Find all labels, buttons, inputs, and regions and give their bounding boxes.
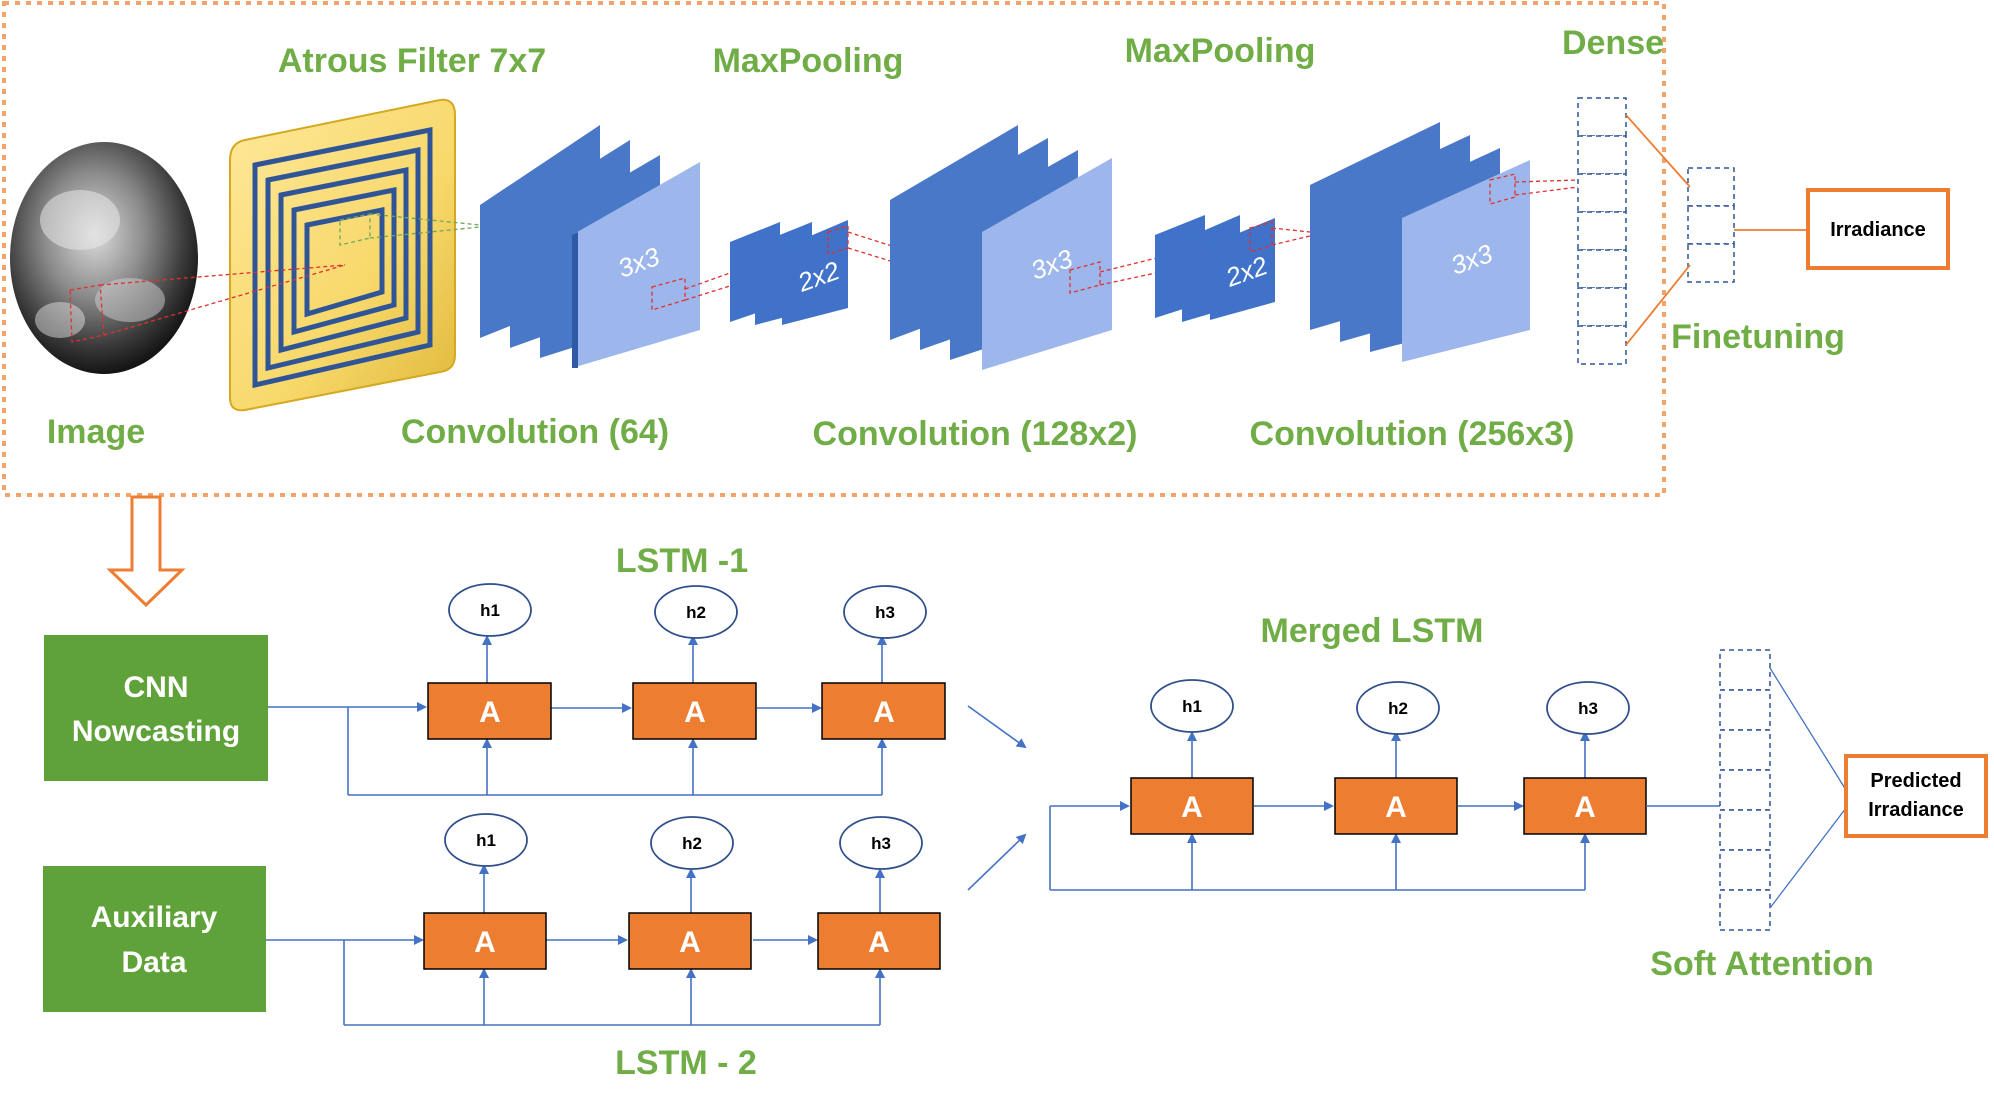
irradiance-output-label: Irradiance (1830, 219, 1926, 241)
lstm2-hidden-1 (444, 813, 528, 867)
merged-hidden-3 (1546, 681, 1630, 735)
cnn-nowcasting-line1: CNN (124, 671, 189, 704)
cnn-dashed-frame (2, 1, 1666, 497)
cnn-nowcasting-line2: Nowcasting (72, 715, 240, 748)
down-arrow-icon (106, 495, 186, 608)
conv2-label: Convolution (128x2) (813, 415, 1138, 453)
lstm2-hidden-3 (839, 816, 923, 870)
merged-cell-2-label: A (1385, 791, 1407, 824)
merged-cell-1-label: A (1181, 791, 1203, 824)
auxiliary-data-line1: Auxiliary (91, 901, 218, 934)
lstm1-cell-1 (427, 682, 552, 740)
soft-attention-label: Soft Attention (1650, 945, 1873, 983)
satellite-image (10, 142, 198, 374)
cnn-nowcasting-box (44, 635, 268, 781)
lstm1-cell-2-label: A (684, 696, 706, 729)
atrous-filter-icon (229, 98, 456, 412)
lstm2-hidden-2 (650, 816, 734, 870)
auxiliary-data-box (43, 866, 266, 1012)
merged-hidden-1-label: h1 (1182, 697, 1202, 716)
lstm1-hidden-2-label: h2 (686, 603, 706, 622)
auxiliary-data-line2: Data (121, 946, 186, 979)
dense-label: Dense (1562, 24, 1664, 62)
image-label: Image (47, 413, 145, 451)
lstm2-cell-3-label: A (868, 926, 890, 959)
merged-cell-3-label: A (1574, 791, 1596, 824)
lstm1-cell-2 (632, 682, 757, 740)
conv3-feature-maps (1310, 122, 1530, 362)
conv1-label: Convolution (64) (401, 413, 669, 451)
maxpooling-label-1: MaxPooling (713, 42, 904, 80)
finetuning-layer (1687, 167, 1735, 283)
dense-layer (1577, 97, 1627, 365)
conv3-label: Convolution (256x3) (1250, 415, 1575, 453)
lstm2-cell-2 (628, 912, 752, 970)
soft-attention-layer (1719, 649, 1771, 931)
lstm1-hidden-1-label: h1 (480, 601, 500, 620)
lstm1-label: LSTM -1 (616, 542, 748, 580)
lstm1-cell-3-label: A (873, 696, 895, 729)
lstm2-hidden-2-label: h2 (682, 834, 702, 853)
lstm1-hidden-1 (448, 583, 532, 637)
maxpooling-label-2: MaxPooling (1125, 32, 1316, 70)
predicted-line1: Predicted (1870, 770, 1961, 792)
lstm2-hidden-1-label: h1 (476, 831, 496, 850)
atrous-filter-label: Atrous Filter 7x7 (278, 42, 546, 80)
merged-hidden-2-label: h2 (1388, 699, 1408, 718)
predicted-irradiance-box (1844, 754, 1988, 838)
irradiance-output-box (1806, 188, 1950, 270)
merged-cell-1 (1130, 777, 1254, 835)
merged-hidden-3-label: h3 (1578, 699, 1598, 718)
lstm2-label: LSTM - 2 (615, 1044, 757, 1082)
lstm1-cell-3 (821, 682, 946, 740)
predicted-line2: Irradiance (1868, 799, 1964, 821)
lstm1-hidden-3 (843, 585, 927, 639)
conv1-feature-maps (480, 125, 700, 368)
finetuning-label: Finetuning (1671, 318, 1845, 356)
merged-cell-2 (1334, 777, 1458, 835)
merged-lstm-label: Merged LSTM (1261, 612, 1484, 650)
conv2-feature-maps (890, 125, 1112, 370)
merged-hidden-1 (1150, 679, 1234, 733)
pool2-feature-maps (1155, 215, 1275, 322)
lstm1-cell-1-label: A (479, 696, 501, 729)
lstm2-hidden-3-label: h3 (871, 834, 891, 853)
lstm1-hidden-2 (654, 585, 738, 639)
lstm1-hidden-3-label: h3 (875, 603, 895, 622)
merged-hidden-2 (1356, 681, 1440, 735)
lstm2-cell-3 (817, 912, 941, 970)
pool1-feature-maps (730, 220, 849, 325)
lstm2-cell-1-label: A (474, 926, 496, 959)
lstm2-cell-1 (423, 912, 547, 970)
lstm2-cell-2-label: A (679, 926, 701, 959)
